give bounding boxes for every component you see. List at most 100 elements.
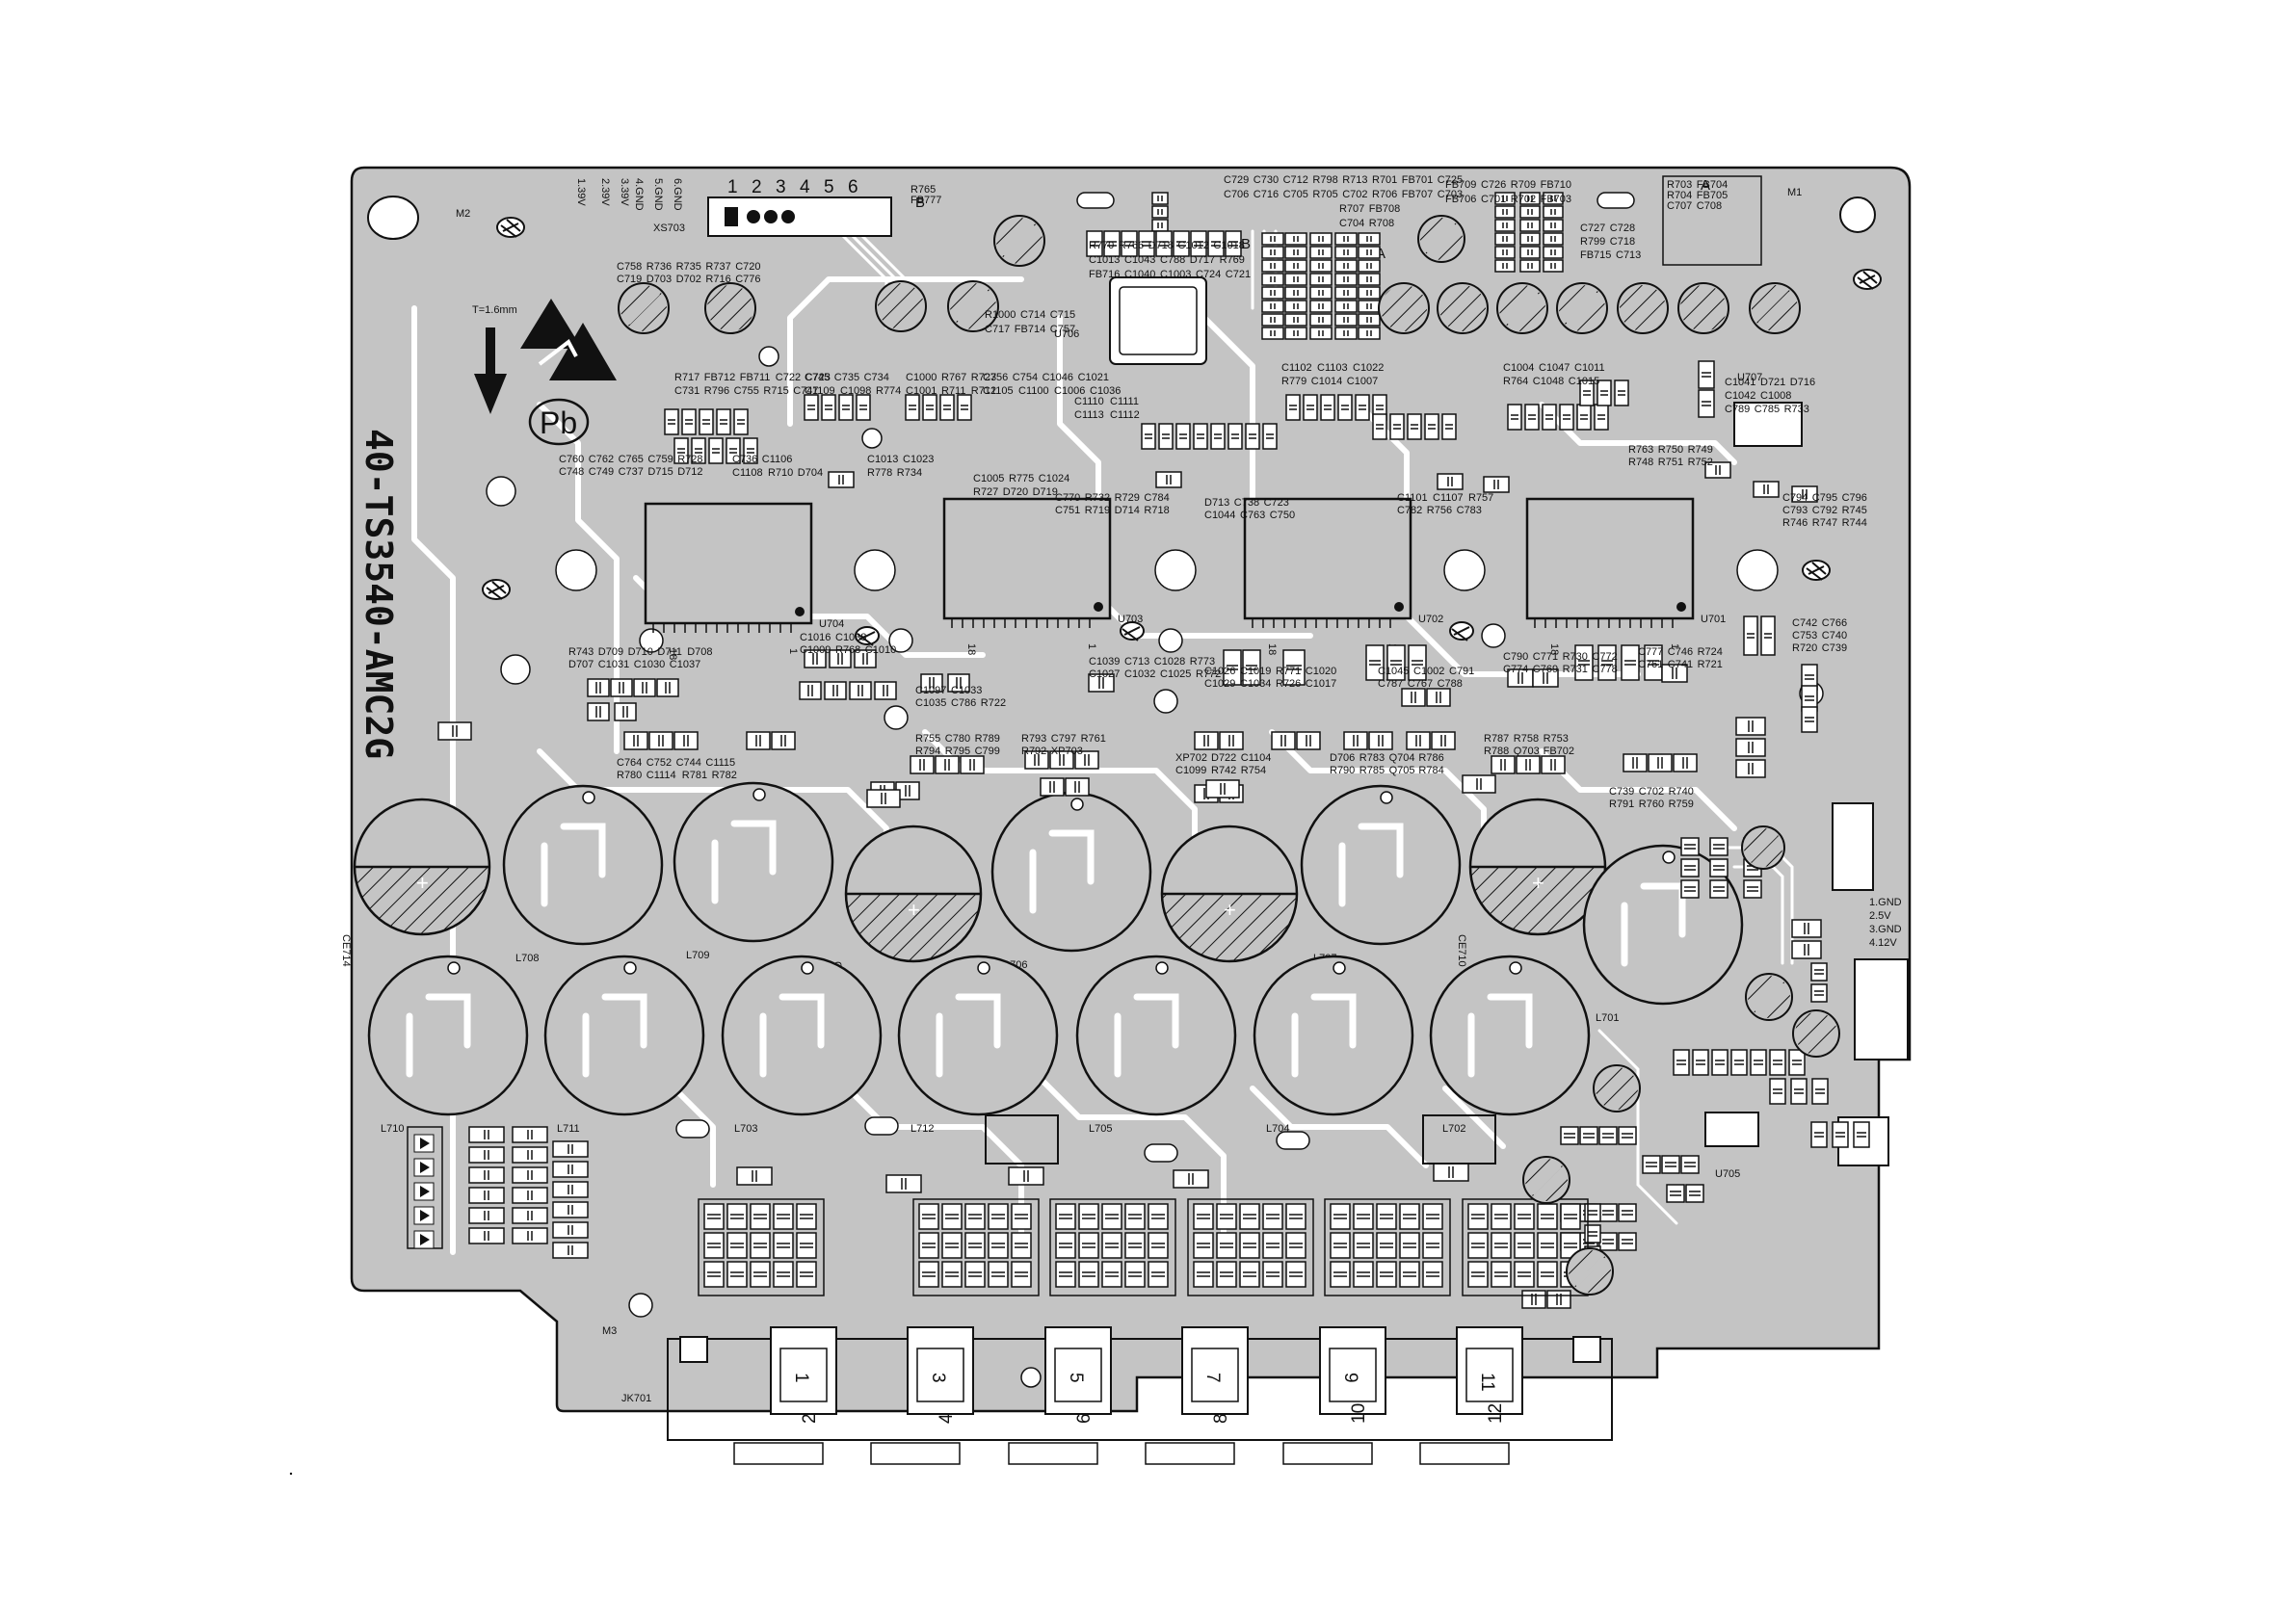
capacitor-smd [1711, 1049, 1729, 1076]
xs703-pin-2: 2 [752, 177, 762, 197]
ref-label: C757 [1050, 324, 1075, 335]
ref-label: C1100 [1018, 385, 1049, 397]
capacitor-smd [838, 394, 854, 421]
mount-label: M3 [602, 1325, 617, 1337]
capacitor-smd [1355, 394, 1370, 421]
capacitor-smd [988, 1203, 1009, 1230]
jack-pin-housing [1319, 1326, 1386, 1415]
xs703-signal: 2.39V [599, 178, 611, 206]
capacitor-smd [1353, 1232, 1374, 1259]
capacitor-smd [699, 408, 714, 435]
capacitor-smd [750, 1232, 771, 1259]
capacitor-smd [1358, 232, 1381, 246]
capacitor-smd [1618, 1126, 1637, 1145]
ref-label: Q704 [1389, 752, 1415, 764]
electrolytic-capacitor-small [1522, 1156, 1570, 1204]
ic-pin-label: 18 [1548, 643, 1560, 655]
ref-label: C716 [1254, 189, 1279, 200]
capacitor-smd [726, 1261, 748, 1288]
capacitor-smd [512, 1187, 548, 1204]
capacitor-smd [708, 437, 724, 464]
capacitor-smd [1810, 983, 1828, 1003]
capacitor-smd [804, 649, 827, 668]
capacitor-smd [821, 394, 836, 421]
capacitor-smd [691, 437, 706, 464]
capacitor-smd [1055, 1203, 1076, 1230]
ref-label: C715 [1050, 309, 1075, 321]
ref-label: R788 [1484, 746, 1509, 757]
electrolytic-capacitor-small [1378, 282, 1430, 334]
ref-label: C797 [1051, 733, 1076, 745]
capacitor-smd [1621, 644, 1640, 681]
capacitor-smd [918, 1261, 939, 1288]
capacitor-smd [1491, 1261, 1512, 1288]
jack-lead [1282, 1442, 1373, 1465]
capacitor-smd [1399, 1203, 1420, 1230]
pb-free-logo-icon: Pb [528, 398, 590, 446]
inductor: L711 [543, 955, 705, 1135]
capacitor-smd [1791, 940, 1822, 959]
capacitor-smd [1049, 750, 1074, 770]
inductor-ref: L705 [1089, 1123, 1112, 1135]
capacitor-smd [1261, 313, 1284, 327]
capacitor-smd [703, 1261, 725, 1288]
ref-label: D708 [687, 646, 712, 658]
ref-label: C740 [1822, 630, 1847, 641]
ref-label: C1032 [1124, 668, 1155, 680]
capacitor-smd [623, 731, 648, 750]
inductor: L708 [502, 784, 664, 964]
capacitor-smd [1376, 1203, 1397, 1230]
capacitor-smd [1810, 962, 1828, 982]
capacitor-smd [1698, 360, 1715, 389]
capacitor-smd [1467, 1261, 1489, 1288]
electrolytic-capacitor-small [1437, 282, 1489, 334]
ref-label: C721 [1226, 269, 1251, 280]
ref-label: C703 [1438, 189, 1463, 200]
capacitor-smd [1151, 205, 1169, 219]
capacitor-smd [1194, 731, 1219, 750]
polarity-plus-icon: + [1532, 871, 1544, 895]
capacitor-smd [1334, 327, 1358, 340]
capacitor-smd [1673, 1049, 1690, 1076]
ref-label: C766 [1822, 617, 1847, 629]
ref-label: C1104 [1241, 752, 1272, 764]
electrolytic-capacitor-small [704, 282, 756, 334]
capacitor-smd [1597, 644, 1617, 681]
ref-label: C1108 [732, 467, 763, 479]
capacitor-smd [733, 408, 749, 435]
capacitor-smd [1239, 1203, 1260, 1230]
ref-label: D722 [1211, 752, 1236, 764]
connector-xp702 [1854, 958, 1909, 1060]
capacitor-smd [1078, 1232, 1099, 1259]
ref-label: R703 [1667, 179, 1692, 191]
capacitor-smd [1309, 232, 1333, 246]
marker-b: B [1241, 236, 1251, 252]
capacitor-smd [1155, 230, 1173, 257]
ref-label: R769 [1220, 254, 1245, 266]
capacitor-smd [1494, 205, 1516, 219]
ref-label: R721 [1698, 659, 1723, 670]
ref-label: C786 [951, 697, 976, 709]
capacitor-smd [468, 1126, 505, 1143]
capacitor-smd [1521, 1290, 1546, 1309]
ref-label: D716 [1790, 377, 1815, 388]
capacitor-smd [918, 1232, 939, 1259]
ref-label: R708 [1369, 218, 1394, 229]
ref-label: C792 [1812, 505, 1837, 516]
ref-label: C1102 [1281, 362, 1312, 374]
ref-label: C794 [1782, 492, 1808, 504]
ref-label: C1042 [1725, 390, 1755, 402]
ic-pin-label: 18 [965, 643, 977, 655]
ref-label: C1022 [1353, 362, 1384, 374]
capacitor-smd [1190, 230, 1207, 257]
marker-b: B [915, 195, 925, 211]
capacitor-smd [1334, 273, 1358, 286]
ref-label: R759 [1669, 798, 1694, 810]
ref-label: C778 [1592, 664, 1617, 675]
ref-label: D712 [677, 466, 702, 478]
ref-label: C1028 [1154, 656, 1185, 668]
capacitor-smd [1309, 313, 1333, 327]
capacitor-smd [1406, 731, 1431, 750]
ref-label: C1012 [1177, 240, 1208, 251]
capacitor-smd [1494, 246, 1516, 259]
